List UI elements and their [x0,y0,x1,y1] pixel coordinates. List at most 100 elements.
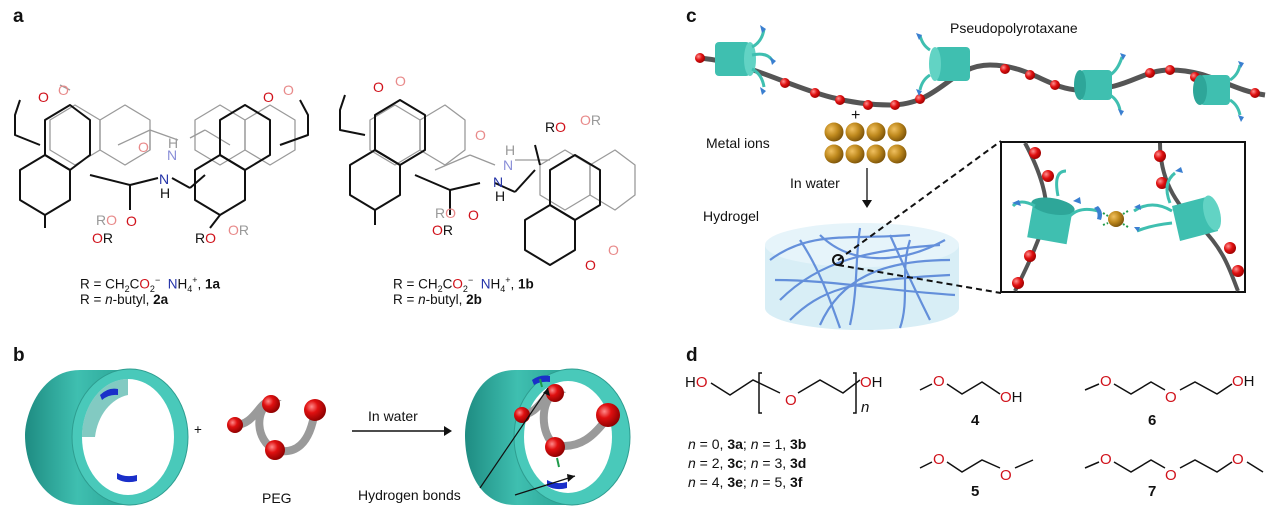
inset-cd-left [1027,197,1075,245]
peg-bead [1050,80,1060,90]
svg-text:O: O [395,73,406,89]
metal-ion [845,122,865,142]
series-row: n = 2, 3c; n = 3, 3d [688,455,807,471]
metal-ion [824,122,844,142]
svg-text:RO: RO [545,119,566,135]
zoom-inset-box [1000,141,1246,293]
carbonyl-o-front: O [126,213,137,229]
legend-1a: R = CH2CO2− NH4+, 1a [80,275,221,295]
reaction-arrow-b [352,426,452,436]
svg-text:OR: OR [432,222,453,238]
svg-text:O: O [1165,467,1177,484]
series-row: n = 0, 3a; n = 1, 3b [688,436,807,452]
metal-ions-label: Metal ions [706,135,770,151]
pseudopolyrotaxane-chain [695,25,1266,122]
atom-o-back-right: O [283,82,294,98]
svg-text:O: O [1165,389,1177,406]
compound-7-structure: O O O [1084,451,1264,484]
legend-2b: R = n-butyl, 2b [393,292,482,307]
peg-bead [1165,65,1175,75]
atom-o-back: O [58,82,69,98]
series-row: n = 4, 3e; n = 5, 3f [688,474,803,490]
peg-series-list: n = 0, 3a; n = 1, 3b n = 2, 3c; n = 3, 3… [688,435,806,492]
svg-text:N: N [503,157,513,173]
compound-5-structure: O O [919,451,1034,484]
nh-back: N [167,147,177,163]
metal-ion-center [1108,211,1124,227]
reaction-arrow-c [862,168,872,208]
peg-bead [1145,68,1155,78]
cyclodextrin-host-2 [916,33,970,96]
compound-6-label: 6 [1148,412,1157,429]
metal-ion [824,144,844,164]
svg-text:O: O [585,257,596,273]
peg-bead [890,100,900,110]
hydrogel-disk [765,223,959,330]
peg-bead [695,53,705,63]
compound-1a: 1a [205,276,221,292]
legend-2a: R = n-butyl, 2a [80,292,169,307]
atom-o-front-right: O [263,89,274,105]
panel-c-label: c [686,6,697,27]
structure-1b-2b: O O O H N N H O RO OR RO OR O O [339,73,636,273]
metal-ions-grid [824,122,907,164]
compound-5-label: 5 [971,483,980,500]
svg-text:O: O [1232,451,1244,468]
svg-text:O: O [468,207,479,223]
panel-b-label: b [13,345,25,366]
h-front: H [160,185,170,201]
svg-text:H: H [505,142,515,158]
h-back: H [168,135,178,151]
in-water-label-b: In water [368,408,418,424]
compound-1b: 1b [518,276,534,292]
compound-2b: 2b [466,292,482,307]
cyclodextrin-host-3 [1074,53,1126,116]
inset-cd-right [1172,195,1222,241]
cyclodextrin-host-4 [1193,61,1244,122]
peg-bead [835,95,845,105]
peg-bead [1000,64,1010,74]
zoom-dashed-lines [837,140,1002,294]
or-back-right: OR [228,222,249,238]
peg-bead [863,100,873,110]
nh-front: N [159,171,169,187]
svg-text:O: O [933,451,945,468]
structure-1a-2a: O O O O O N H O N H RO OR RO OR [14,82,309,246]
peg-general-formula: HO O OH n [685,372,883,416]
metal-ion [887,122,907,142]
panel-a-label: a [13,6,24,27]
compound-4-structure: O OH [919,373,1023,406]
plus-sign-c: + [851,107,861,124]
svg-text:H: H [495,188,505,204]
svg-text:O: O [1100,373,1112,390]
hydrogel-label: Hydrogel [703,208,760,224]
svg-text:OH: OH [1232,373,1255,390]
compound-6-structure: O O OH [1084,373,1255,406]
hbond-site-bottom [117,473,137,483]
hbond-site-top [100,388,118,400]
metal-ion [845,144,865,164]
svg-text:O: O [1100,451,1112,468]
plus-sign-b: + [194,422,202,437]
svg-text:OH: OH [1000,389,1023,406]
panel-d-label: d [686,345,698,366]
metal-ion [887,144,907,164]
cyclodextrin-host-1 [715,25,776,95]
svg-text:O: O [1000,467,1012,484]
svg-text:O: O [373,79,384,95]
formula-n: n [861,399,869,416]
peg-bead [810,88,820,98]
ro-back-left: RO [96,212,117,228]
svg-text:RO: RO [435,205,456,221]
carbonyl-o-back: O [138,139,149,155]
hbond-pointer-arrows [479,387,576,496]
peg-bead [780,78,790,88]
compound-2a: 2a [153,292,169,307]
cyclodextrin-ring [25,368,189,506]
peg-bead [1250,88,1260,98]
metal-ion [866,144,886,164]
atom-o-front: O [38,89,49,105]
ro-front-right: RO [195,230,216,246]
svg-text:OR: OR [580,112,601,128]
or-front-left: OR [92,230,113,246]
